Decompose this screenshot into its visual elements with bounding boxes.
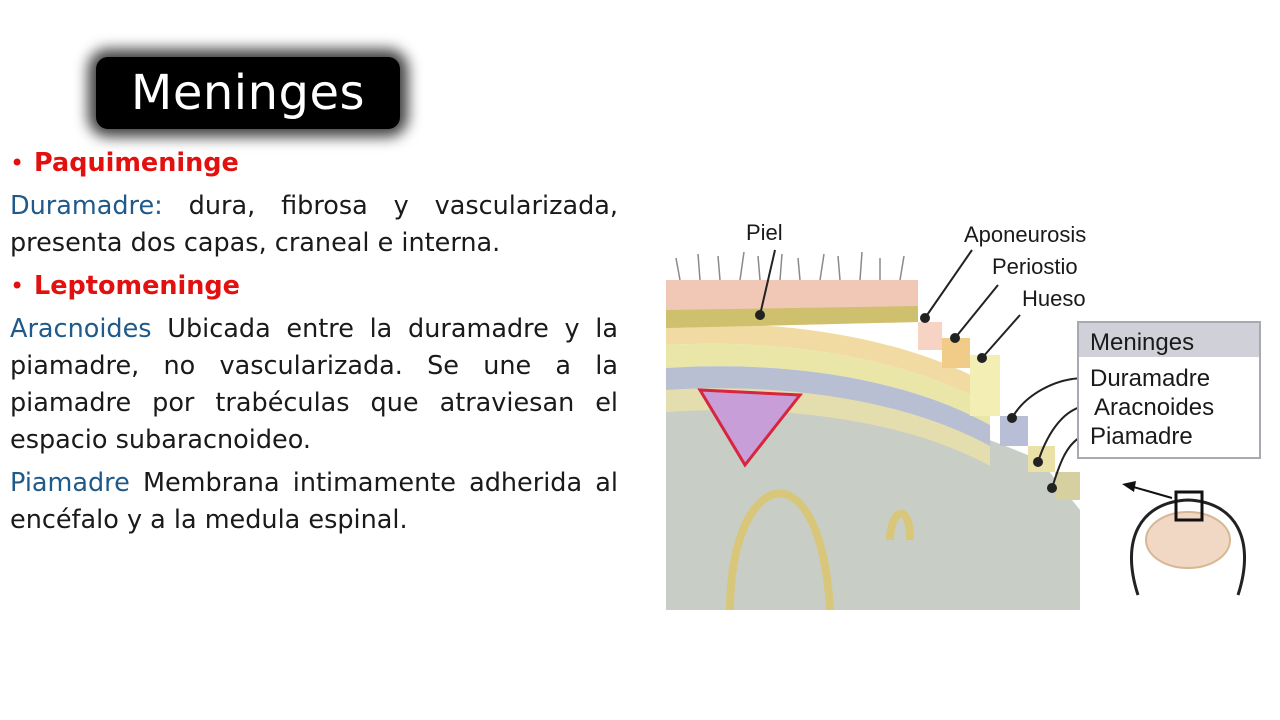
hueso-step	[970, 355, 1000, 416]
legend-duramadre: Duramadre	[1090, 365, 1210, 392]
zoom-arrow	[1129, 485, 1173, 499]
text-piamadre: Membrana intimamente adherida al encéfal…	[10, 468, 618, 535]
piamadre-step	[1055, 472, 1080, 500]
sulcus-arch	[726, 489, 834, 611]
term-piamadre: Piamadre	[10, 468, 130, 498]
legend-title: Meninges	[1090, 329, 1194, 356]
paragraph-duramadre: Duramadre: dura, fibrosa y vascularizada…	[10, 188, 618, 262]
head-outline	[1129, 498, 1247, 596]
heading-paquimeninge: Paquimeninge	[34, 148, 239, 178]
periostio-step	[942, 338, 970, 368]
legend-aracnoides: Aracnoides	[1094, 394, 1214, 421]
zoom-arrowhead	[1122, 481, 1136, 492]
aponeurosis-step	[918, 322, 942, 350]
bullet-leptomeninge: • Leptomeninge	[10, 268, 618, 305]
term-aracnoides: Aracnoides	[10, 314, 152, 344]
bullet-dot: •	[10, 149, 25, 177]
label-hueso: Hueso	[1022, 286, 1086, 311]
duramadre-step	[1000, 416, 1028, 446]
sulcus-small	[886, 509, 914, 541]
skin-dermis	[666, 306, 918, 328]
periostium-layer	[666, 343, 990, 425]
bone-layer	[666, 323, 990, 405]
paragraph-piamadre: Piamadre Membrana intimamente adherida a…	[10, 465, 618, 539]
heading-leptomeninge: Leptomeninge	[34, 271, 240, 301]
zoom-box	[1174, 490, 1204, 522]
text-duramadre: dura, fibrosa y vascularizada, presenta …	[10, 191, 618, 258]
content-text: • Paquimeninge Duramadre: dura, fibrosa …	[10, 145, 618, 545]
brain-icon	[1145, 511, 1231, 569]
label-aponeurosis: Aponeurosis	[964, 222, 1086, 247]
term-duramadre: Duramadre:	[10, 191, 163, 221]
meninges-diagram: Piel Aponeurosis Periostio Hueso Meninge…	[660, 210, 1270, 611]
bullet-dot: •	[10, 272, 25, 300]
legend-piamadre: Piamadre	[1090, 423, 1193, 450]
label-piel: Piel	[746, 220, 783, 245]
legend-header	[1079, 323, 1259, 357]
dura-layer	[666, 366, 990, 446]
page-title: Meninges	[130, 65, 366, 121]
title-box: Meninges	[96, 57, 400, 129]
meninges-illustration: Piel Aponeurosis Periostio Hueso Meninge…	[666, 220, 1261, 611]
hair-group	[675, 251, 905, 281]
paragraph-aracnoides: Aracnoides Ubicada entre la duramadre y …	[10, 311, 618, 459]
sinus-triangle	[697, 388, 803, 468]
text-aracnoides: Ubicada entre la duramadre y la piamadre…	[10, 314, 618, 455]
label-periostio: Periostio	[992, 254, 1078, 279]
bullet-paquimeninge: • Paquimeninge	[10, 145, 618, 182]
